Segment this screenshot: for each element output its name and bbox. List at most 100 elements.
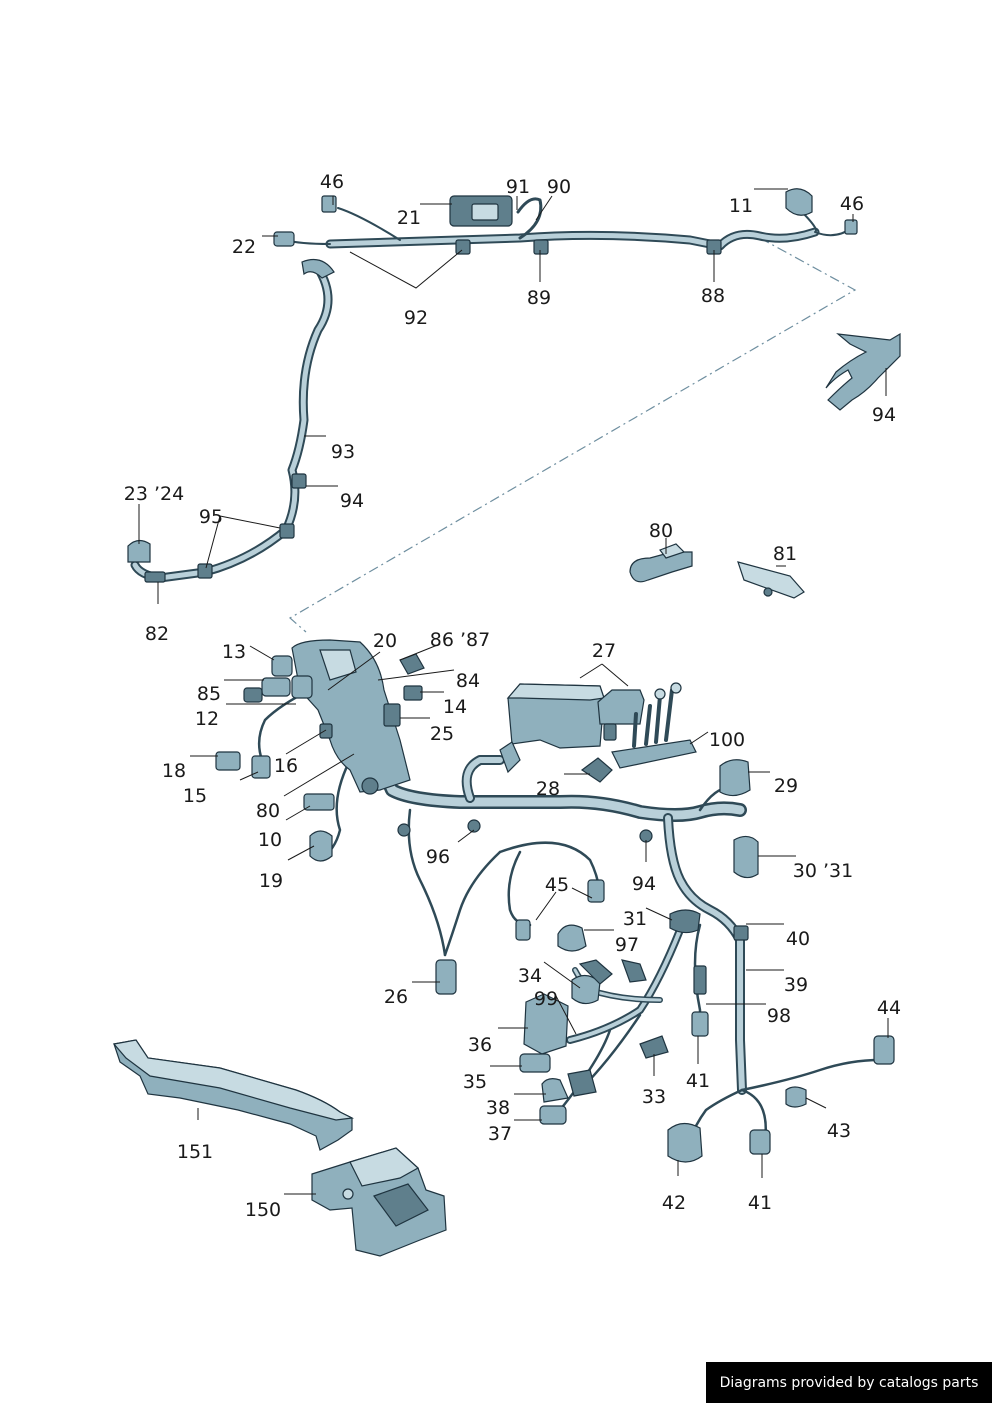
- sensor-45a: [587, 879, 605, 903]
- connector-18: [215, 751, 241, 771]
- label-18: 18: [162, 760, 186, 782]
- label-15: 15: [183, 785, 207, 807]
- clip-89: [533, 239, 549, 255]
- label-80-clip: 80: [649, 520, 673, 542]
- connector-84: [403, 685, 423, 701]
- connector-22: [273, 231, 295, 247]
- part-labels: 46 91 90 21 11 46 22 92 89 88 94 93 94 2…: [124, 171, 901, 1221]
- label-92: 92: [404, 307, 428, 329]
- connector-10: [303, 793, 335, 811]
- label-86-87: 86 ’87: [430, 629, 490, 651]
- upper-harness: [127, 188, 858, 583]
- label-95: 95: [199, 506, 223, 528]
- clip-80: [629, 543, 693, 583]
- label-35: 35: [463, 1071, 487, 1093]
- footer-credit-text: Diagrams provided by catalogs parts: [719, 1374, 979, 1391]
- label-100: 100: [709, 729, 745, 751]
- label-90: 90: [547, 176, 571, 198]
- clip-92: [455, 239, 471, 255]
- connector-43: [785, 1086, 807, 1108]
- label-91: 91: [506, 176, 530, 198]
- connector-46-left: [321, 195, 337, 213]
- label-11: 11: [729, 195, 753, 217]
- label-89: 89: [527, 287, 551, 309]
- connector-42: [667, 1122, 703, 1163]
- connector-15: [251, 755, 271, 779]
- connector-35: [519, 1053, 551, 1073]
- label-94-upper-right: 94: [872, 404, 896, 426]
- terminal-strip-100: [611, 739, 697, 769]
- label-40: 40: [786, 928, 810, 950]
- connector-37: [539, 1105, 567, 1125]
- connector-36: [523, 993, 569, 1055]
- clip-40: [733, 925, 749, 941]
- label-97: 97: [615, 934, 639, 956]
- label-13: 13: [222, 641, 246, 663]
- connector-13: [271, 655, 293, 677]
- connector-34: [571, 974, 601, 1005]
- label-96: 96: [426, 846, 450, 868]
- leader-lines: [138, 188, 889, 1195]
- connector-41-upper: [691, 1011, 709, 1037]
- connector-46-right: [844, 219, 858, 235]
- connector-97: [557, 924, 587, 952]
- label-46-right: 46: [840, 193, 864, 215]
- label-44: 44: [877, 997, 901, 1019]
- label-41-lower: 41: [748, 1192, 772, 1214]
- label-20: 20: [373, 630, 397, 652]
- connector-19: [309, 830, 333, 862]
- connector-29: [719, 759, 751, 797]
- label-39: 39: [784, 974, 808, 996]
- control-unit-27b: [597, 689, 645, 725]
- label-14: 14: [443, 696, 467, 718]
- label-36: 36: [468, 1034, 492, 1056]
- label-29: 29: [774, 775, 798, 797]
- bracket-150: [311, 1147, 447, 1257]
- label-82: 82: [145, 623, 169, 645]
- label-16: 16: [274, 755, 298, 777]
- connector-39: [693, 965, 707, 995]
- label-19: 19: [259, 870, 283, 892]
- label-94-upper-left: 94: [340, 490, 364, 512]
- connector-14: [383, 703, 401, 727]
- label-27: 27: [592, 640, 616, 662]
- label-38: 38: [486, 1097, 510, 1119]
- clip-95: [279, 523, 295, 539]
- label-84: 84: [456, 670, 480, 692]
- connector-11: [785, 188, 813, 216]
- clip-81: [737, 561, 805, 599]
- sensor-45b: [515, 919, 531, 941]
- label-28: 28: [536, 778, 560, 800]
- clip-16: [319, 723, 333, 739]
- label-34: 34: [518, 965, 542, 987]
- connector-44: [873, 1035, 895, 1065]
- label-31: 31: [623, 908, 647, 930]
- bracket-151: [112, 1039, 355, 1151]
- label-41-upper: 41: [686, 1070, 710, 1092]
- label-46-left: 46: [320, 171, 344, 193]
- clip-96: [467, 819, 481, 833]
- label-45: 45: [545, 874, 569, 896]
- connection-guide-line: [288, 237, 857, 633]
- clip-82: [144, 571, 166, 583]
- label-37: 37: [488, 1123, 512, 1145]
- connector-38: [541, 1078, 569, 1103]
- label-150: 150: [245, 1199, 281, 1221]
- label-88: 88: [701, 285, 725, 307]
- bracket-94: [825, 332, 901, 411]
- connector-30-31: [733, 835, 759, 879]
- label-80-harness: 80: [256, 800, 280, 822]
- label-25: 25: [430, 723, 454, 745]
- label-26: 26: [384, 986, 408, 1008]
- label-12: 12: [195, 708, 219, 730]
- label-85: 85: [197, 683, 221, 705]
- label-21: 21: [397, 207, 421, 229]
- label-10: 10: [258, 829, 282, 851]
- label-43: 43: [827, 1120, 851, 1142]
- label-42: 42: [662, 1192, 686, 1214]
- label-23-24: 23 ’24: [124, 483, 184, 505]
- clip-92-left: [301, 259, 335, 279]
- label-151: 151: [177, 1141, 213, 1163]
- sensor-26: [435, 959, 457, 995]
